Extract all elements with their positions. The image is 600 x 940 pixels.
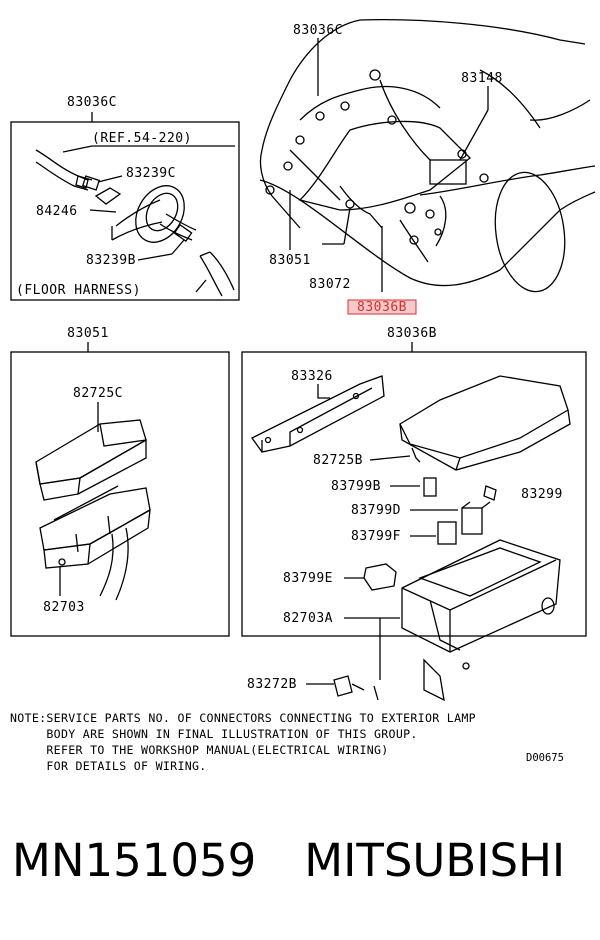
label-82703a: 82703A xyxy=(283,611,333,626)
junction-block-base xyxy=(39,485,151,601)
label-83299: 83299 xyxy=(521,487,563,502)
bolt-83272b xyxy=(333,675,365,697)
highlight-box xyxy=(347,299,417,315)
fuse-83299 xyxy=(483,485,497,501)
brand-name: MITSUBISHI xyxy=(304,834,566,887)
part-number: MN151059 xyxy=(12,834,257,887)
bracket-83326 xyxy=(251,375,385,453)
label-84246: 84246 xyxy=(36,204,78,219)
label-83036c-top: 83036C xyxy=(293,23,343,38)
label-83239c: 83239C xyxy=(126,166,176,181)
junction-block-box xyxy=(10,351,230,637)
label-83148: 83148 xyxy=(461,71,503,86)
label-83036b-highlight: 83036B xyxy=(357,300,407,315)
drawing-code: D00675 xyxy=(526,752,564,764)
relay-box-cover xyxy=(399,375,571,471)
relay-83799d xyxy=(461,501,491,535)
connector-83239c xyxy=(81,175,123,191)
label-82725c: 82725C xyxy=(73,386,123,401)
relay-83799b xyxy=(423,477,437,497)
label-83239b: 83239B xyxy=(86,253,136,268)
label-82725b: 82725B xyxy=(313,453,363,468)
label-82703: 82703 xyxy=(43,600,85,615)
harness-tube xyxy=(35,149,93,181)
relay-83799f xyxy=(437,521,457,545)
junction-block-cover xyxy=(35,419,147,501)
label-83072: 83072 xyxy=(309,277,351,292)
footer-caption: MN151059 MITSUBISHI xyxy=(12,834,592,887)
grommet-84246 xyxy=(89,185,197,243)
label-83036b-box: 83036B xyxy=(387,326,437,341)
label-83272b: 83272B xyxy=(247,677,297,692)
label-83051-box: 83051 xyxy=(67,326,109,341)
relay-box-box xyxy=(241,351,587,637)
label-83799d: 83799D xyxy=(351,503,401,518)
label-83799f: 83799F xyxy=(351,529,401,544)
floor-harness-inset-box xyxy=(10,121,240,301)
label-83799e: 83799E xyxy=(283,571,333,586)
label-ref-note: (REF.54-220) xyxy=(92,131,192,146)
label-inset-83036c: 83036C xyxy=(67,95,117,110)
parts-diagram: 83036C (REF.54-220) 83239C 84246 83239B … xyxy=(10,18,596,702)
label-floor-harness: (FLOOR HARNESS) xyxy=(16,283,141,298)
label-83799b: 83799B xyxy=(331,479,381,494)
connector-83239b xyxy=(137,223,193,261)
engine-bay-illustration xyxy=(259,18,596,293)
label-83051-top: 83051 xyxy=(269,253,311,268)
relay-83799e xyxy=(363,563,397,591)
relay-box-base xyxy=(401,539,561,702)
service-note: NOTE:SERVICE PARTS NO. OF CONNECTORS CON… xyxy=(10,711,476,773)
label-83326: 83326 xyxy=(291,369,333,384)
